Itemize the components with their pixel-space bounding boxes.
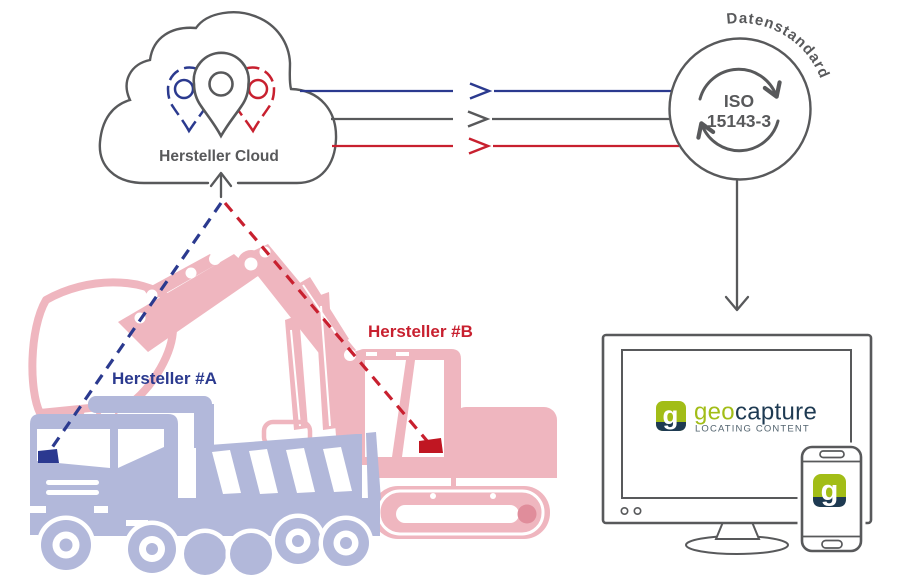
gps-dashed-link-a [47, 202, 223, 453]
arrow-up-icon [209, 171, 233, 199]
truck-guard-bar [88, 396, 212, 413]
label-manufacturer-a: Hersteller #A [112, 369, 217, 388]
svg-text:g: g [663, 400, 679, 430]
brand-wordmark: geocapture [694, 399, 817, 426]
arrow-down-icon [724, 179, 750, 312]
smartphone: g [797, 442, 866, 556]
smartphone-speaker [819, 450, 845, 459]
monitor: g geocapture LOCATING CONTENT [601, 333, 873, 555]
data-line-a [300, 82, 671, 100]
data-line-b [332, 137, 679, 155]
data-line-neutral [331, 110, 670, 128]
label-manufacturer-b: Hersteller #B [368, 322, 473, 341]
truck-wheels [36, 513, 374, 580]
truck-bed-slats [212, 447, 352, 494]
excavator-cab-vent [396, 352, 409, 356]
truck-guard-post [194, 404, 214, 448]
dump-truck [30, 396, 381, 580]
brand-logo-icon: g [656, 400, 686, 431]
excavator-window-strut [392, 360, 415, 457]
svg-text:g: g [821, 475, 839, 507]
iso-label-line2: 15143-3 [707, 111, 771, 131]
gps-tracker-b [419, 438, 443, 453]
smartphone-app-icon[interactable]: g [813, 474, 846, 507]
truck-side-window [118, 429, 164, 468]
gps-links [47, 201, 430, 453]
sync-arrows-icon [696, 67, 782, 153]
excavator-cylinder-highlights [290, 284, 342, 427]
smartphone-screen-dividers [802, 460, 861, 538]
monitor-power-button[interactable] [633, 506, 642, 515]
excavator-track-dot [430, 493, 436, 499]
monitor-stand [714, 521, 761, 540]
iso-standard-node: ISO 15143-3 Datenstandard [668, 10, 832, 181]
cloud-label: Hersteller Cloud [159, 148, 279, 165]
location-pin-center [192, 51, 251, 139]
truck-grille-stripe [46, 480, 99, 485]
iso-circle [668, 37, 812, 181]
excavator-stick [118, 254, 258, 352]
iso-label-line1: ISO [724, 91, 754, 111]
truck-grille-stripe [46, 490, 99, 495]
excavator-platform [370, 457, 557, 478]
excavator-track-roller [517, 504, 537, 524]
excavator-track-dot [490, 493, 496, 499]
data-flow-lines [300, 82, 679, 155]
excavator-engine-block [453, 407, 557, 471]
excavator-post [451, 478, 456, 488]
excavator [28, 244, 557, 539]
monitor-power-button[interactable] [620, 506, 629, 515]
brand-logo: g geocapture LOCATING CONTENT [656, 399, 817, 435]
smartphone-home-button[interactable] [821, 539, 843, 549]
truck-tailgate [366, 432, 381, 500]
gps-dashed-link-b [223, 201, 430, 444]
brand-tagline: LOCATING CONTENT [695, 424, 810, 435]
hersteller-cloud: Hersteller Cloud [98, 11, 338, 199]
excavator-track-slot [396, 505, 519, 523]
excavator-cab-vent [366, 352, 377, 356]
excavator-lift-cylinder-1 [285, 315, 308, 430]
gps-tracker-a [38, 449, 59, 463]
